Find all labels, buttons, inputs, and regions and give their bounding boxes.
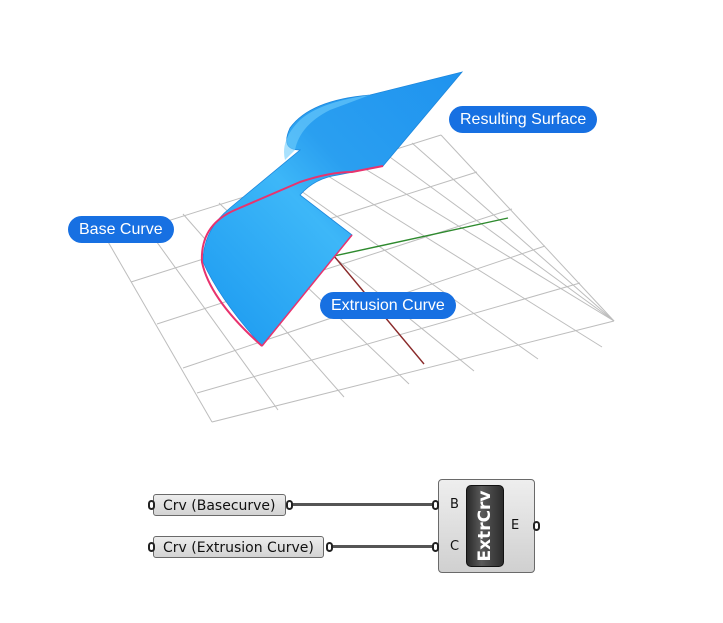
component-name: ExtrCrv [475,490,495,562]
component-name-plate: ExtrCrv [466,485,504,567]
param-basecurve[interactable]: Crv (Basecurve) [153,494,286,516]
input-c-label: C [450,539,460,554]
grip-basecurve-out[interactable] [286,500,293,510]
wire-extrusion [330,545,436,548]
grip-extrusion-out[interactable] [326,542,333,552]
input-b-label: B [450,497,459,512]
grip-input-b[interactable] [432,500,439,510]
param-extrusion-curve[interactable]: Crv (Extrusion Curve) [153,536,324,558]
wire-basecurve [290,503,436,506]
grip-input-c[interactable] [432,542,439,552]
grip-extrusion-in[interactable] [148,542,155,552]
resulting-surface [202,71,464,347]
grip-output-e[interactable] [533,521,540,531]
extrcrv-component[interactable]: B C E ExtrCrv [438,479,535,573]
construction-grid [106,134,615,423]
surface-highlight [284,95,370,160]
y-axis-line [333,217,509,257]
grip-basecurve-in[interactable] [148,500,155,510]
extrusion-curve-line [261,234,353,347]
output-e-label: E [511,518,520,533]
resulting-surface-callout: Resulting Surface [449,106,598,133]
extrusion-curve-callout: Extrusion Curve [320,292,456,319]
base-curve-line [200,165,384,347]
base-curve-callout: Base Curve [68,216,174,243]
